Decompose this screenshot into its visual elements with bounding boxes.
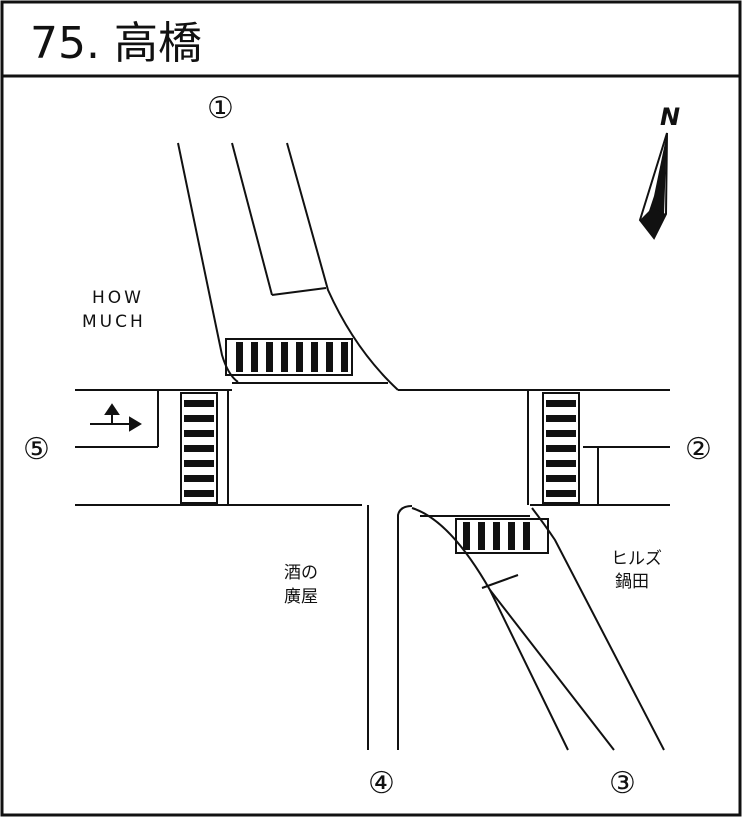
crosswalk-stripe bbox=[266, 342, 273, 372]
crosswalk-stripe bbox=[184, 460, 214, 467]
road-1-stopline bbox=[271, 287, 327, 296]
crosswalk-stripe bbox=[184, 445, 214, 452]
crosswalk-stripe bbox=[236, 342, 243, 372]
crosswalk-stripe bbox=[184, 400, 214, 407]
crosswalk-stripe bbox=[463, 522, 470, 550]
approach-3-label: ③ bbox=[609, 766, 636, 801]
crosswalk-north bbox=[225, 338, 353, 376]
crosswalk-stripe bbox=[508, 522, 515, 550]
crosswalk-stripe bbox=[546, 430, 576, 437]
north-arrow-icon: N bbox=[638, 103, 680, 240]
crosswalk-stripe bbox=[281, 342, 288, 372]
road-1-right-edge bbox=[286, 142, 399, 391]
landmark-howmuch-line1: HOW bbox=[92, 288, 144, 308]
north-label: N bbox=[660, 103, 680, 131]
road-1-centerline bbox=[231, 142, 273, 296]
crosswalk-stripe bbox=[311, 342, 318, 372]
landmark-sake-line2: 廣屋 bbox=[284, 587, 318, 607]
road-edges bbox=[75, 142, 670, 751]
approach-2-label: ② bbox=[685, 432, 712, 467]
map-title: 75. 高橋 bbox=[30, 18, 202, 69]
crosswalk-stripe bbox=[184, 415, 214, 422]
landmark-hills-line1: ヒルズ bbox=[611, 549, 662, 569]
landmark-howmuch-line2: MUCH bbox=[82, 312, 146, 332]
approach-1-label: ① bbox=[207, 91, 234, 126]
approach-4-label: ④ bbox=[368, 766, 395, 801]
crosswalk-southeast bbox=[455, 518, 549, 554]
crosswalk-stripe bbox=[546, 475, 576, 482]
crosswalk-stripe bbox=[493, 522, 500, 550]
crosswalk-stripe bbox=[326, 342, 333, 372]
crosswalk-west bbox=[180, 392, 218, 504]
road-3-right-edge bbox=[531, 507, 665, 751]
crosswalk-stripe bbox=[184, 490, 214, 497]
road-3-stopline bbox=[481, 574, 519, 589]
crosswalk-stripe bbox=[546, 415, 576, 422]
landmark-hills-line2: 鍋田 bbox=[615, 572, 649, 592]
crosswalk-stripe bbox=[184, 430, 214, 437]
crosswalk-stripe bbox=[546, 460, 576, 467]
crosswalk-stripe bbox=[184, 475, 214, 482]
landmark-sake-line1: 酒の bbox=[284, 563, 318, 583]
crosswalk-stripe bbox=[251, 342, 258, 372]
road-3-centerline bbox=[489, 589, 615, 751]
crosswalk-east bbox=[542, 392, 580, 504]
road-1-left-edge bbox=[177, 142, 239, 383]
approach-5-label: ⑤ bbox=[23, 432, 50, 467]
crosswalk-stripe bbox=[546, 400, 576, 407]
crosswalk-stripe bbox=[478, 522, 485, 550]
crosswalk-stripe bbox=[523, 522, 530, 550]
crosswalk-stripe bbox=[341, 342, 348, 372]
straight-right-arrow-icon bbox=[90, 403, 142, 432]
road-4-right-edge bbox=[397, 505, 413, 750]
crosswalk-stripe bbox=[546, 445, 576, 452]
crosswalk-stripe bbox=[296, 342, 303, 372]
crosswalk-stripe bbox=[546, 490, 576, 497]
